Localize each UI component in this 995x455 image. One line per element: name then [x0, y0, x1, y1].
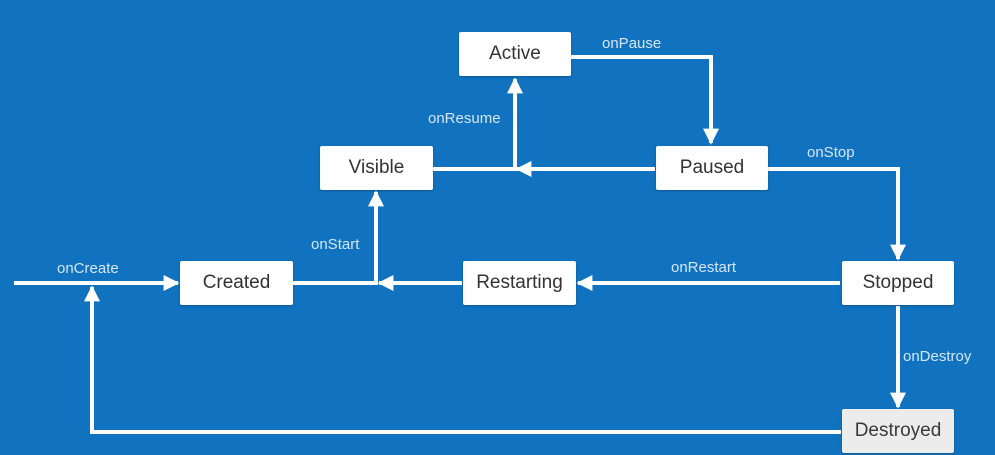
- arrow-visible-to-active: [433, 77, 523, 171]
- state-stopped: Stopped: [842, 261, 954, 305]
- state-created-label: Created: [202, 272, 271, 293]
- state-stopped-label: Stopped: [862, 272, 934, 293]
- arrow-active-to-paused: [571, 55, 719, 145]
- callback-on-start: onStart: [311, 236, 360, 253]
- state-restarting-label: Restarting: [476, 272, 563, 293]
- callback-on-pause: onPause: [602, 35, 662, 52]
- callback-on-stop: onStop: [807, 144, 855, 161]
- arrow-created-to-visible: [293, 190, 384, 285]
- state-visible-label: Visible: [348, 157, 405, 178]
- arrow-destroyed-to-entry: [84, 285, 841, 434]
- callback-on-destroy: onDestroy: [903, 348, 972, 365]
- state-destroyed: Destroyed: [842, 409, 954, 453]
- state-active-label: Active: [489, 43, 541, 64]
- arrow-paused-to-stopped: [768, 167, 906, 261]
- state-active: Active: [459, 32, 571, 76]
- callback-on-create: onCreate: [57, 260, 119, 277]
- state-restarting: Restarting: [463, 261, 576, 305]
- callback-on-restart: onRestart: [671, 259, 737, 276]
- state-paused: Paused: [656, 146, 768, 190]
- state-paused-label: Paused: [679, 157, 745, 178]
- state-visible: Visible: [320, 146, 433, 190]
- state-created: Created: [180, 261, 293, 305]
- state-destroyed-label: Destroyed: [854, 420, 942, 441]
- callback-on-resume: onResume: [428, 110, 501, 127]
